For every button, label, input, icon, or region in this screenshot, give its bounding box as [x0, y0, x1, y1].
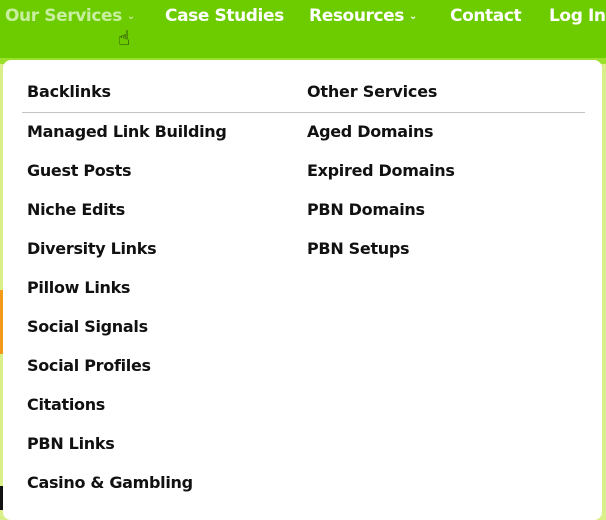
- menu-link[interactable]: Casino & Gambling: [27, 473, 193, 492]
- top-nav: Our Services ⌄ Case Studies Resources ⌄ Co…: [0, 0, 606, 58]
- menu-link[interactable]: Aged Domains: [307, 122, 434, 141]
- chevron-down-icon: ⌄: [126, 11, 135, 22]
- menu-link[interactable]: Expired Domains: [307, 161, 455, 180]
- divider: [22, 112, 585, 113]
- menu-link[interactable]: Diversity Links: [27, 239, 157, 258]
- nav-our-services[interactable]: Our Services ⌄: [5, 6, 135, 26]
- menu-link[interactable]: Pillow Links: [27, 278, 131, 297]
- nav-contact[interactable]: Contact: [450, 6, 522, 26]
- menu-link[interactable]: Managed Link Building: [27, 122, 227, 141]
- nav-case-studies[interactable]: Case Studies: [165, 6, 284, 26]
- nav-log-in[interactable]: Log In: [549, 6, 606, 26]
- hand-cursor-icon: ☝: [118, 26, 131, 50]
- menu-link[interactable]: PBN Domains: [307, 200, 425, 219]
- menu-link[interactable]: Niche Edits: [27, 200, 125, 219]
- other-services-heading: Other Services: [307, 82, 438, 101]
- background-page-edge: [0, 64, 4, 510]
- menu-link[interactable]: PBN Setups: [307, 239, 410, 258]
- services-dropdown: Backlinks Other Services Managed Link Bu…: [3, 60, 602, 520]
- menu-link[interactable]: Social Profiles: [27, 356, 151, 375]
- backlinks-heading: Backlinks: [27, 82, 111, 101]
- menu-link[interactable]: PBN Links: [27, 434, 115, 453]
- menu-link[interactable]: Social Signals: [27, 317, 148, 336]
- nav-label: Our Services: [5, 6, 122, 26]
- nav-label: Resources: [309, 6, 405, 26]
- chevron-down-icon: ⌄: [409, 11, 418, 22]
- menu-link[interactable]: Citations: [27, 395, 106, 414]
- menu-link[interactable]: Guest Posts: [27, 161, 132, 180]
- nav-resources[interactable]: Resources ⌄: [309, 6, 417, 26]
